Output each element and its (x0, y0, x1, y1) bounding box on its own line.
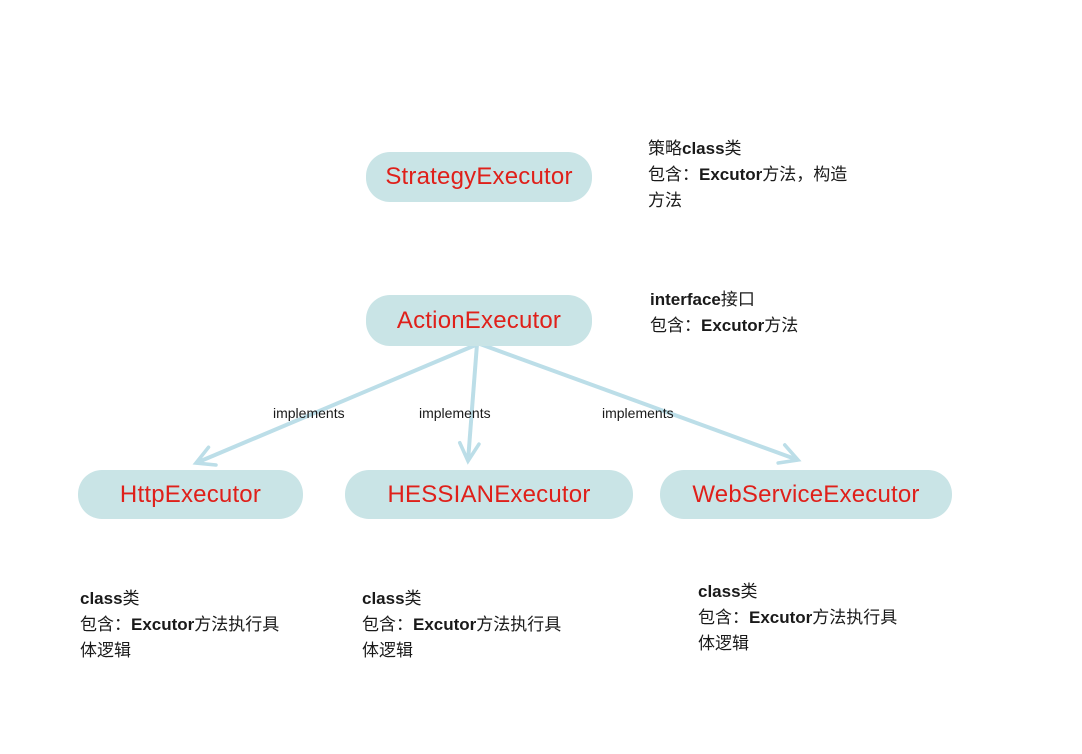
annotation-line: 包含：Excutor方法，构造 (648, 162, 847, 188)
annotation-segment: 方法执行具 (812, 608, 898, 628)
annotation-segment: Excutor (749, 608, 813, 627)
annotation-segment: class (698, 582, 741, 601)
annotation-line: 方法 (648, 188, 847, 214)
annotation-segment: 类 (404, 589, 422, 609)
annotation-segment: 接口 (720, 290, 755, 310)
annotation-segment: 体逻辑 (362, 641, 413, 661)
annotation-line: class类 (698, 579, 897, 605)
node-action-executor: ActionExecutor (366, 295, 592, 346)
annotation-webservice-executor: class类包含：Excutor方法执行具体逻辑 (698, 579, 897, 657)
node-http-executor: HttpExecutor (78, 470, 303, 519)
node-strategy-executor: StrategyExecutor (366, 152, 592, 202)
annotation-segment: 包含： (648, 165, 699, 185)
annotation-segment: 包含： (698, 608, 749, 628)
annotation-line: class类 (362, 586, 561, 612)
annotation-segment: Excutor (413, 615, 477, 634)
arrow-action-to-http (192, 342, 479, 467)
annotation-http-executor: class类包含：Excutor方法执行具体逻辑 (80, 586, 279, 664)
edge-label-implements-webservice: implements (602, 405, 674, 421)
annotation-line: 包含：Excutor方法 (650, 313, 798, 339)
annotation-line: 包含：Excutor方法执行具 (698, 605, 897, 631)
annotation-line: 包含：Excutor方法执行具 (362, 612, 561, 638)
annotation-segment: 方法，构造 (762, 165, 848, 185)
annotation-segment: interface (650, 290, 721, 309)
annotation-line: interface接口 (650, 287, 798, 313)
annotation-line: 体逻辑 (80, 638, 279, 664)
annotation-segment: class (80, 589, 123, 608)
annotation-segment: 类 (724, 139, 742, 159)
annotation-line: class类 (80, 586, 279, 612)
node-action-executor-label: ActionExecutor (396, 306, 562, 334)
annotation-segment: 方法 (648, 191, 682, 211)
annotation-segment: 策略 (648, 139, 682, 159)
annotation-segment: Excutor (699, 165, 763, 184)
annotation-line: 体逻辑 (362, 638, 561, 664)
annotation-segment: Excutor (131, 615, 195, 634)
annotation-segment: class (682, 139, 725, 158)
annotation-line: 策略class类 (648, 136, 847, 162)
node-webservice-executor: WebServiceExecutor (660, 470, 952, 519)
annotation-segment: 方法执行具 (194, 615, 280, 635)
annotation-hessian-executor: class类包含：Excutor方法执行具体逻辑 (362, 586, 561, 664)
annotation-segment: 类 (740, 582, 758, 602)
annotation-line: 包含：Excutor方法执行具 (80, 612, 279, 638)
annotation-segment: 包含： (650, 316, 701, 336)
edge-label-implements-http: implements (273, 405, 345, 421)
annotation-action-executor: interface接口包含：Excutor方法 (650, 287, 798, 339)
annotation-segment: 方法执行具 (476, 615, 562, 635)
node-webservice-executor-label: WebServiceExecutor (692, 480, 920, 508)
annotation-segment: 包含： (80, 615, 131, 635)
annotation-segment: Excutor (701, 316, 765, 335)
annotation-strategy-executor: 策略class类包含：Excutor方法，构造方法 (648, 136, 847, 214)
annotation-segment: class (362, 589, 405, 608)
arrow-action-to-webservice (479, 342, 802, 465)
annotation-segment: 包含： (362, 615, 413, 635)
annotation-segment: 体逻辑 (698, 634, 749, 654)
arrow-action-to-hessian (457, 343, 481, 465)
node-strategy-executor-label: StrategyExecutor (385, 163, 573, 190)
annotation-segment: 类 (122, 589, 140, 609)
annotation-segment: 方法 (764, 316, 799, 336)
annotation-segment: 体逻辑 (80, 641, 131, 661)
annotation-line: 体逻辑 (698, 631, 897, 657)
node-hessian-executor: HESSIANExecutor (345, 470, 633, 519)
node-hessian-executor-label: HESSIANExecutor (387, 480, 591, 508)
edge-label-implements-hessian: implements (419, 405, 491, 421)
node-http-executor-label: HttpExecutor (119, 480, 262, 508)
